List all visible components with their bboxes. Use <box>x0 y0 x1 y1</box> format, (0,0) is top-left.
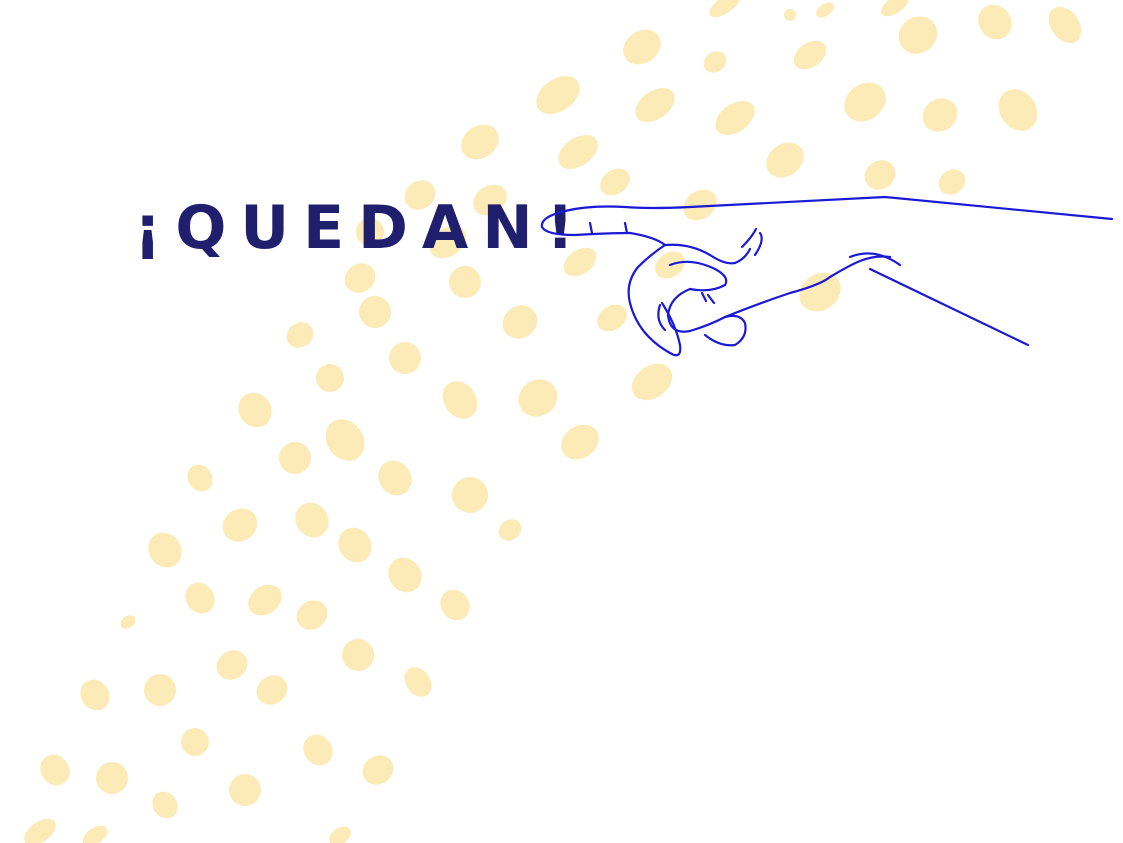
decorative-dot <box>187 464 213 492</box>
decorative-dot <box>82 825 108 843</box>
decorative-dot <box>329 826 351 843</box>
decorative-dot <box>120 615 136 629</box>
decorative-dot <box>498 519 522 541</box>
decorative-dot <box>279 442 311 474</box>
pointing-hand-icon <box>540 195 1114 357</box>
decorative-dot <box>881 0 909 17</box>
decorative-dot <box>518 379 558 417</box>
decorative-dot <box>461 124 499 160</box>
decorative-dot <box>296 600 328 630</box>
decorative-dot <box>473 184 507 216</box>
decorative-dot <box>429 225 467 259</box>
decorative-dot <box>404 667 432 697</box>
decorative-dot <box>216 650 248 680</box>
decorative-dot <box>449 266 481 298</box>
decorative-dot <box>325 419 365 461</box>
decorative-dot <box>316 364 344 392</box>
decorative-dot <box>563 247 597 277</box>
decorative-dot <box>404 180 436 210</box>
decorative-dot <box>784 9 796 21</box>
decorative-dot <box>558 134 598 170</box>
decorative-dot <box>502 305 538 339</box>
decorative-dot <box>938 169 966 195</box>
decorative-dot <box>635 87 675 123</box>
decorative-dot <box>40 754 70 786</box>
decorative-dot <box>623 29 661 65</box>
decorative-dot <box>600 168 630 196</box>
decorative-dot <box>152 791 178 819</box>
decorative-dot <box>766 142 804 178</box>
decorative-dot <box>864 160 896 190</box>
decorative-dot <box>248 584 282 616</box>
decorative-dot <box>452 477 488 513</box>
decorative-dot <box>978 4 1012 40</box>
decorative-dot <box>844 82 886 122</box>
decorative-dot <box>359 296 391 328</box>
decorative-dot <box>442 381 478 419</box>
decorative-dot <box>222 508 258 542</box>
decorative-dot <box>229 774 261 806</box>
decorative-dot <box>799 272 841 312</box>
decorative-dot <box>356 218 384 246</box>
decorative-dot <box>378 460 412 496</box>
decorative-dot <box>344 263 376 293</box>
decorative-dot <box>703 51 727 73</box>
decorative-dot <box>238 392 272 428</box>
decorative-dot <box>286 322 314 348</box>
decorative-dot <box>185 582 215 614</box>
decorative-dot <box>793 40 827 70</box>
decorative-dot <box>181 728 209 756</box>
decorative-dot <box>1048 6 1082 44</box>
decorative-dot <box>922 98 958 132</box>
decorative-dot <box>998 89 1038 131</box>
decorative-dot <box>631 363 673 401</box>
decorative-dot <box>683 189 717 221</box>
decorative-dot <box>295 502 329 538</box>
decorative-dot <box>80 679 110 711</box>
decorative-dot <box>148 532 182 568</box>
decorative-dot <box>144 674 176 706</box>
headline: ¡QUEDAN! <box>134 193 588 263</box>
decorative-dot <box>536 75 580 115</box>
decorative-dot <box>96 762 128 794</box>
decorative-dot <box>362 755 394 785</box>
decorative-dot <box>561 424 599 460</box>
decorative-dot <box>440 589 470 621</box>
decorative-dot <box>597 304 627 332</box>
decorative-dot <box>338 527 372 563</box>
decorative-dot <box>24 818 56 843</box>
decorative-dot <box>256 675 288 705</box>
decorative-dot <box>709 0 741 18</box>
decorative-dot <box>389 342 421 374</box>
decorative-dot <box>816 2 834 18</box>
decorative-dot <box>303 734 333 766</box>
decorative-dot <box>715 100 755 136</box>
decorative-dot <box>898 16 938 54</box>
decorative-dot <box>388 557 422 593</box>
decorative-dot <box>342 639 374 671</box>
